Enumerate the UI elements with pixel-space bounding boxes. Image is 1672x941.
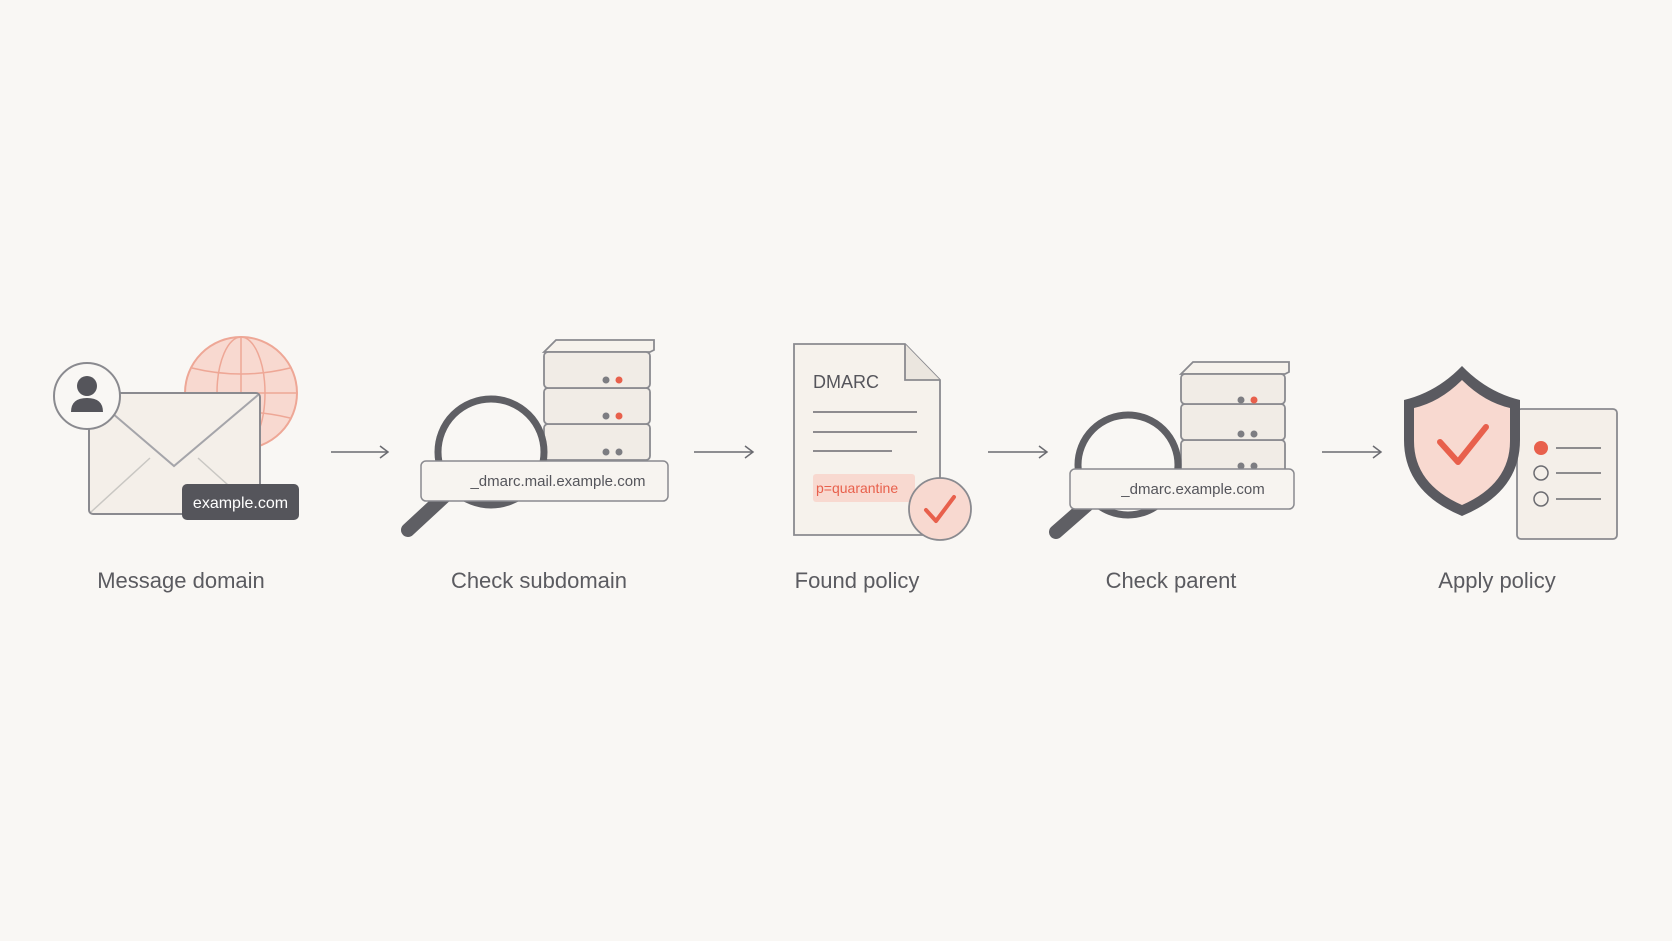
arrow-right-icon [988,445,1049,459]
policy-value: p=quarantine [816,480,898,496]
check-badge-icon [908,477,972,541]
step-check-parent: _dmarc.example.com [1049,361,1295,539]
checklist-icon [1516,408,1618,540]
step-check-subdomain: _dmarc.mail.example.com [401,339,669,537]
subdomain-query-text: _dmarc.mail.example.com [469,473,645,490]
step-label-check-parent: Check parent [1105,568,1237,593]
user-icon [53,362,121,430]
server-stack-icon [541,339,655,461]
arrow-right-icon [694,445,755,459]
step-found-policy: DMARC p=quarantine [793,343,972,541]
step-label-check-subdomain: Check subdomain [450,568,628,593]
step-message-domain: example.com [53,336,299,520]
shield-check-icon [1404,366,1520,516]
arrow-right-icon [331,445,390,459]
domain-tag: example.com [182,484,299,520]
server-stack-icon [1178,361,1290,477]
step-label-apply-policy: Apply policy [1438,568,1556,593]
query-bar: _dmarc.example.com [1069,468,1295,510]
step-apply-policy [1404,366,1618,540]
domain-tag-text: example.com [193,495,288,512]
query-bar: _dmarc.mail.example.com [420,460,669,502]
document-title: DMARC [813,372,879,392]
document-icon: DMARC p=quarantine [793,343,941,536]
step-label-found-policy: Found policy [794,568,920,593]
step-label-message-domain: Message domain [97,568,265,593]
arrow-right-icon [1322,445,1383,459]
parent-query-text: _dmarc.example.com [1120,481,1264,498]
